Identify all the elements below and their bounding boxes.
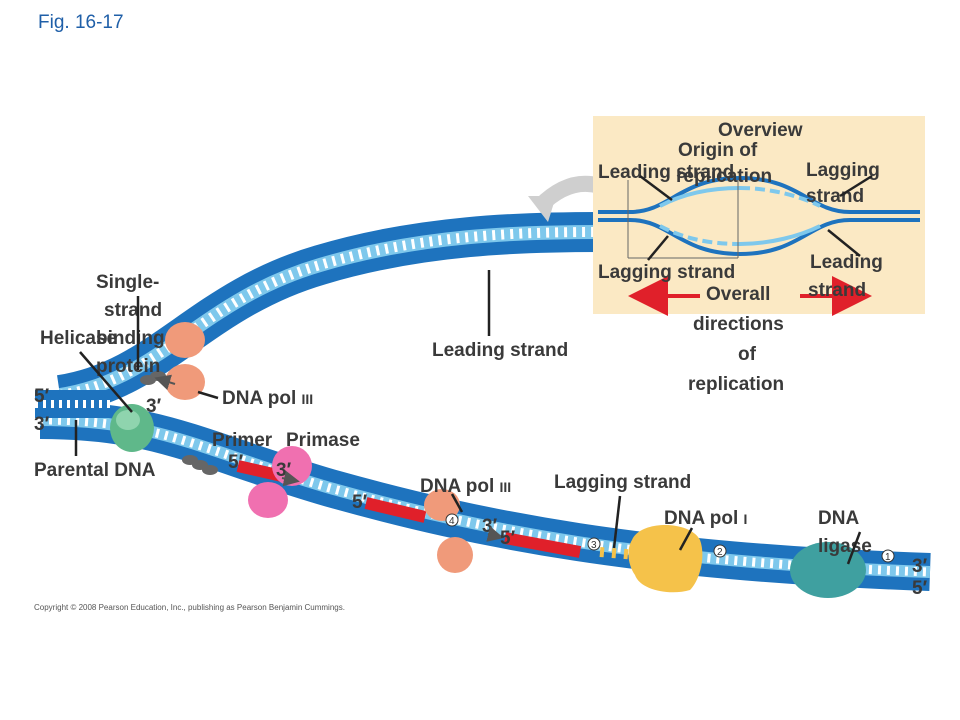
overview-leading-top: Leading strand — [598, 162, 734, 183]
step-4: 4 — [449, 516, 455, 527]
origin-label: Origin of replication — [676, 140, 772, 187]
lagging-strand-label: Lagging strand — [554, 472, 691, 493]
overview-lagging-bottom: Lagging strand — [598, 262, 735, 283]
dna-ligase-label: DNA ligase — [818, 508, 872, 557]
helicase-label: Helicase — [40, 328, 117, 349]
dna-pol-i-label: DNA pol I — [664, 508, 747, 529]
dna-pol-iii-leading — [165, 322, 205, 400]
primase — [248, 446, 312, 518]
step-markers: 1 2 3 4 — [445, 513, 895, 563]
figure-label: Fig. 16-17 — [38, 12, 124, 33]
primer-segment — [364, 497, 427, 523]
overall-directions-label: Overall directions of replication — [688, 284, 789, 395]
dna-pol-i — [628, 525, 703, 593]
copyright: Copyright © 2008 Pearson Education, Inc.… — [34, 603, 345, 612]
overview-leading-right: Leading strand — [808, 252, 888, 301]
three-prime-right: 3′ — [912, 556, 928, 577]
dna-ligase — [790, 542, 866, 598]
helicase — [110, 404, 154, 452]
primase-label: Primase — [286, 430, 360, 451]
dna-pol-iii-top-label: DNA pol III — [222, 388, 313, 409]
primer-label: Primer — [212, 430, 273, 451]
ssb-label: Single- strand binding protein — [96, 272, 170, 377]
five-prime-mid: 5′ — [352, 492, 368, 513]
step-2: 2 — [717, 547, 723, 558]
five-prime-primer: 5′ — [228, 452, 244, 473]
overview-title: Overview — [718, 120, 803, 141]
five-prime-right: 5′ — [912, 578, 928, 599]
primer-segment — [503, 532, 582, 558]
parental-dna-label: Parental DNA — [34, 460, 156, 481]
step-3: 3 — [591, 540, 597, 551]
overview-panel: Overview Origin of replication Leading s… — [593, 116, 925, 316]
five-prime-top-left: 5′ — [34, 386, 50, 407]
three-prime-top-left: 3′ — [34, 414, 50, 435]
five-prime-mid-right: 5′ — [500, 528, 516, 549]
step-1: 1 — [885, 552, 891, 563]
three-prime-fork: 3′ — [146, 396, 162, 417]
leading-strand-label: Leading strand — [432, 340, 568, 361]
dna-pol-iii-lagging — [424, 489, 473, 573]
dna-pol-iii-mid-label: DNA pol III — [420, 476, 511, 497]
